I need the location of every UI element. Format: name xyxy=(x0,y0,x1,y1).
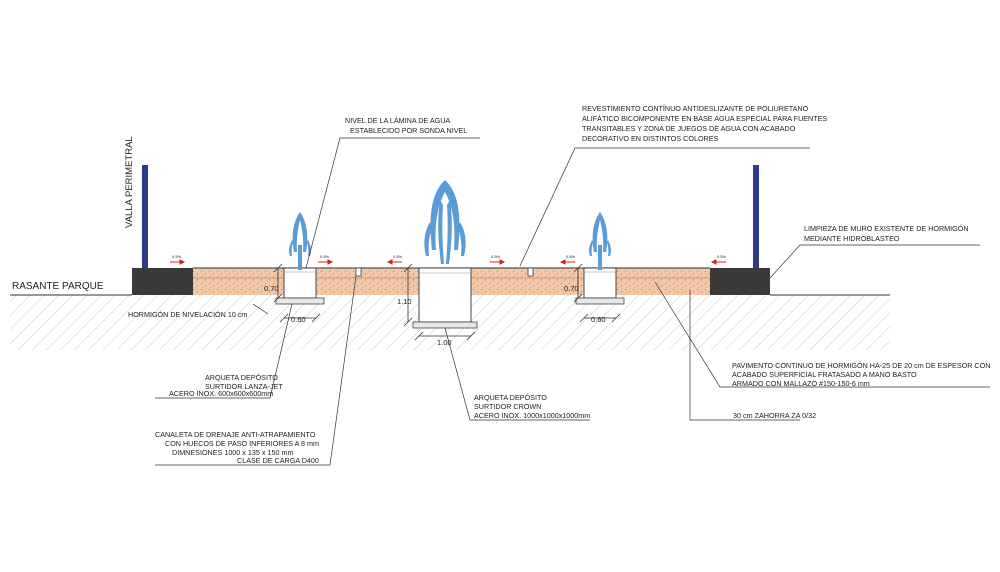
label-revestimiento-line2: ALIFÁTICO BICOMPONENTE EN BASE AGUA ESPE… xyxy=(582,114,827,123)
label-revestimiento-line3: TRANSITABLES Y ZONA DE JUEGOS DE AGUA CO… xyxy=(582,124,796,133)
fountain-jet-left xyxy=(288,212,312,270)
label-canaleta-line1: CANALETA DE DRENAJE ANTI-ATRAPAMIENTO xyxy=(155,430,316,439)
label-pavimento-line3: ARMADO CON MALLAZO #150-150-6 mm xyxy=(732,379,870,388)
right-lancejet-basin xyxy=(575,267,625,305)
label-rasante-parque: RASANTE PARQUE xyxy=(12,281,104,292)
label-arqueta-lanza-line2: SURTIDOR LANZA-JET xyxy=(205,382,283,391)
dim-height-right: 0.70 xyxy=(564,284,579,293)
dim-height-left: 0.70 xyxy=(264,284,279,293)
drain-channel-left xyxy=(355,267,362,277)
dim-width-left: 0.60 xyxy=(291,315,306,324)
slope-arrow-1: 0.5% xyxy=(170,254,186,265)
fountain-jet-right xyxy=(588,212,612,270)
label-arqueta-crown-line3: ACERO INOX. 1000x1000x1000mm xyxy=(474,411,590,420)
svg-text:0.5%: 0.5% xyxy=(172,254,182,259)
drain-channel-right xyxy=(527,267,534,277)
label-limpieza-line2: MEDIANTE HIDROBLASTEO xyxy=(804,234,900,243)
left-wall xyxy=(132,268,193,295)
slope-arrow-4: 0.5% xyxy=(490,254,506,265)
label-pavimento-line2: ACABADO SUPERFICIAL FRATASADO A MANO BAS… xyxy=(732,370,917,379)
label-arqueta-lanza-line3: ACERO INOX. 600x600x600mm xyxy=(169,389,273,398)
label-valla-perimetral: VALLA PERIMETRAL xyxy=(124,136,135,228)
label-revestimiento-line1: REVESTIMIENTO CONTÍNUO ANTIDESLIZANTE DE… xyxy=(582,104,809,113)
dim-width-center: 1.00 xyxy=(437,338,452,347)
label-revestimiento-line4: DECORATIVO EN DISTINTOS COLORES xyxy=(582,134,719,143)
label-arqueta-crown-line2: SURTIDOR CROWN xyxy=(474,402,541,411)
fountain-crown-center xyxy=(424,180,466,264)
label-nivel-line1: NIVEL DE LA LÁMINA DE AGUA xyxy=(345,116,450,125)
dimension-lines xyxy=(273,263,621,341)
label-nivel-line2: ESTABLECIDO POR SONDA NIVEL xyxy=(350,126,467,135)
svg-text:0.5%: 0.5% xyxy=(320,254,330,259)
label-zahorra: 30 cm ZAHORRA ZA 0/32 xyxy=(733,411,816,420)
label-canaleta-line3: DIMNESIONES 1000 x 135 x 150 mm xyxy=(172,448,293,457)
slope-arrow-6: 0.5% xyxy=(710,254,727,265)
label-arqueta-crown-line1: ARQUETA DEPÓSITO xyxy=(474,393,547,402)
slope-arrow-3: 0.5% xyxy=(386,254,403,265)
slope-arrow-2: 0.5% xyxy=(318,254,334,265)
label-canaleta-line4: CLASE DE CARGA D400 xyxy=(237,456,319,465)
center-crown-basin xyxy=(412,267,478,329)
label-limpieza-line1: LIMPIEZA DE MURO EXISTENTE DE HORMIGÓN xyxy=(804,224,969,233)
label-arqueta-lanza-line1: ARQUETA DEPÓSITO xyxy=(205,373,278,382)
svg-text:0.5%: 0.5% xyxy=(393,254,403,259)
label-canaleta-line2: CON HUECOS DE PASO INFERIORES A 8 mm xyxy=(165,439,319,448)
left-fence-post xyxy=(142,165,148,268)
svg-text:0.5%: 0.5% xyxy=(566,254,576,259)
slope-arrows: 0.5% 0.5% 0.5% 0.5% 0.5% 0.5% xyxy=(170,254,727,265)
dim-width-right: 0.60 xyxy=(591,315,606,324)
slope-arrow-5: 0.5% xyxy=(559,254,576,265)
svg-text:0.5%: 0.5% xyxy=(717,254,727,259)
svg-text:0.5%: 0.5% xyxy=(491,254,501,259)
dim-height-center: 1.10 xyxy=(397,297,412,306)
label-pavimento-line1: PAVIMENTO CONTINUO DE HORMIGÓN HA-25 DE … xyxy=(732,361,990,370)
leader-lines xyxy=(155,137,990,466)
right-wall xyxy=(710,268,770,295)
label-hormigon-nivelacion: HORMIGÓN DE NIVELACIÓN 10 cm xyxy=(128,310,247,319)
right-fence-post xyxy=(753,165,759,268)
